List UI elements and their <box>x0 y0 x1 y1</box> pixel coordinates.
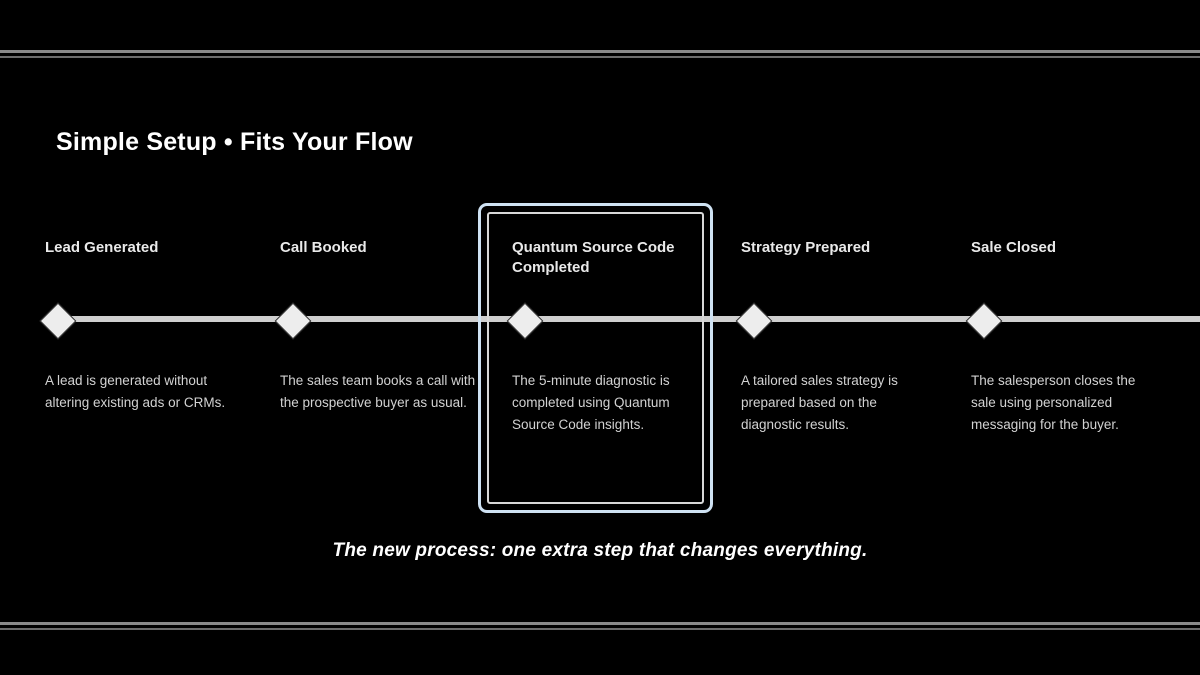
bottom-divider-band <box>0 622 1200 625</box>
top-divider-band-secondary <box>0 56 1200 58</box>
step-label: Sale Closed <box>971 239 1057 256</box>
page-title: Simple Setup • Fits Your Flow <box>56 128 413 156</box>
step-label: Quantum Source Code Completed <box>512 239 675 277</box>
step-description: The salesperson closes the sale using pe… <box>971 373 1136 432</box>
diamond-marker-icon <box>965 302 1003 340</box>
step-description: The 5-minute diagnostic is completed usi… <box>512 373 670 432</box>
diamond-marker-icon <box>39 302 77 340</box>
top-divider-band <box>0 50 1200 53</box>
diamond-marker-icon <box>735 302 773 340</box>
diamond-marker-icon <box>506 302 544 340</box>
bottom-divider-band-secondary <box>0 628 1200 630</box>
diamond-marker-icon <box>274 302 312 340</box>
step-description: A lead is generated without altering exi… <box>45 373 226 410</box>
highlight-card-inner-border <box>487 212 704 504</box>
step-description: A tailored sales strategy is prepared ba… <box>741 373 898 432</box>
footer-caption: The new process: one extra step that cha… <box>332 540 868 561</box>
highlight-card-quantum-source-code <box>478 203 713 513</box>
step-label: Call Booked <box>280 239 367 256</box>
timeline-axis <box>45 316 1200 322</box>
step-label: Lead Generated <box>45 239 159 256</box>
step-label: Strategy Prepared <box>741 239 871 256</box>
step-description: The sales team books a call with the pro… <box>280 373 476 410</box>
